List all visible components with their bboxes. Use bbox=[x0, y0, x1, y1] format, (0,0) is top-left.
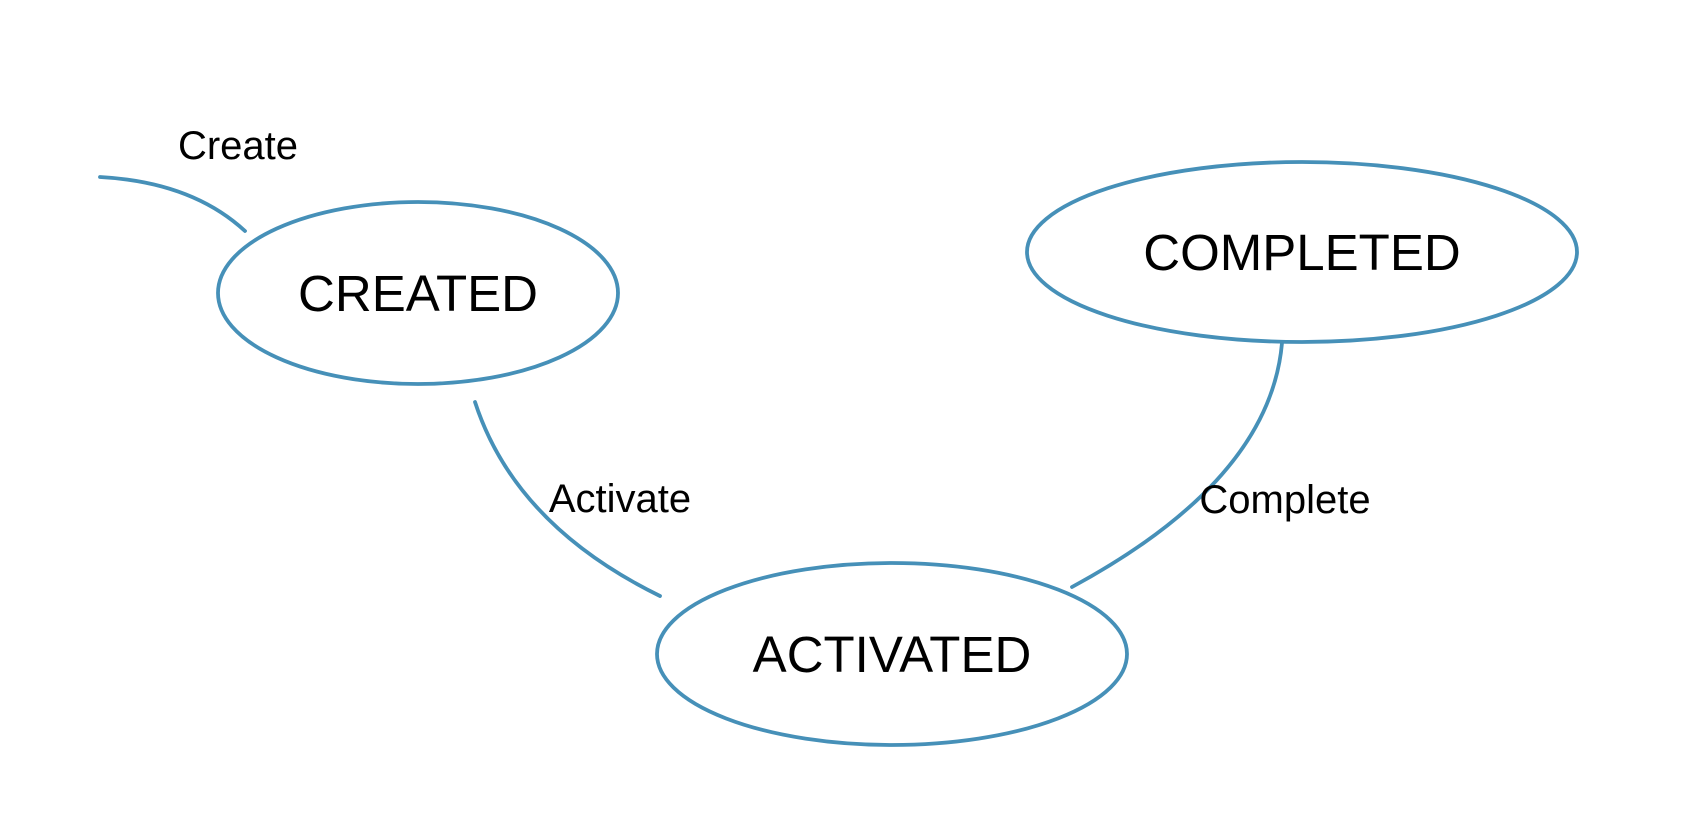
state-label-created: CREATED bbox=[298, 265, 538, 322]
state-label-completed: COMPLETED bbox=[1143, 224, 1460, 281]
state-node-activated[interactable] bbox=[655, 561, 1129, 747]
transition-label-activate: Activate bbox=[549, 477, 691, 521]
state-label-activated: ACTIVATED bbox=[753, 626, 1032, 683]
state-node-completed[interactable] bbox=[1025, 160, 1579, 344]
transition-edge-create[interactable] bbox=[98, 175, 247, 233]
transition-label-complete: Complete bbox=[1199, 478, 1370, 522]
transition-edge-complete[interactable] bbox=[1070, 341, 1284, 589]
state-node-created[interactable] bbox=[216, 200, 620, 386]
transition-edge-activate[interactable] bbox=[473, 400, 662, 598]
transition-label-create: Create bbox=[178, 124, 298, 168]
